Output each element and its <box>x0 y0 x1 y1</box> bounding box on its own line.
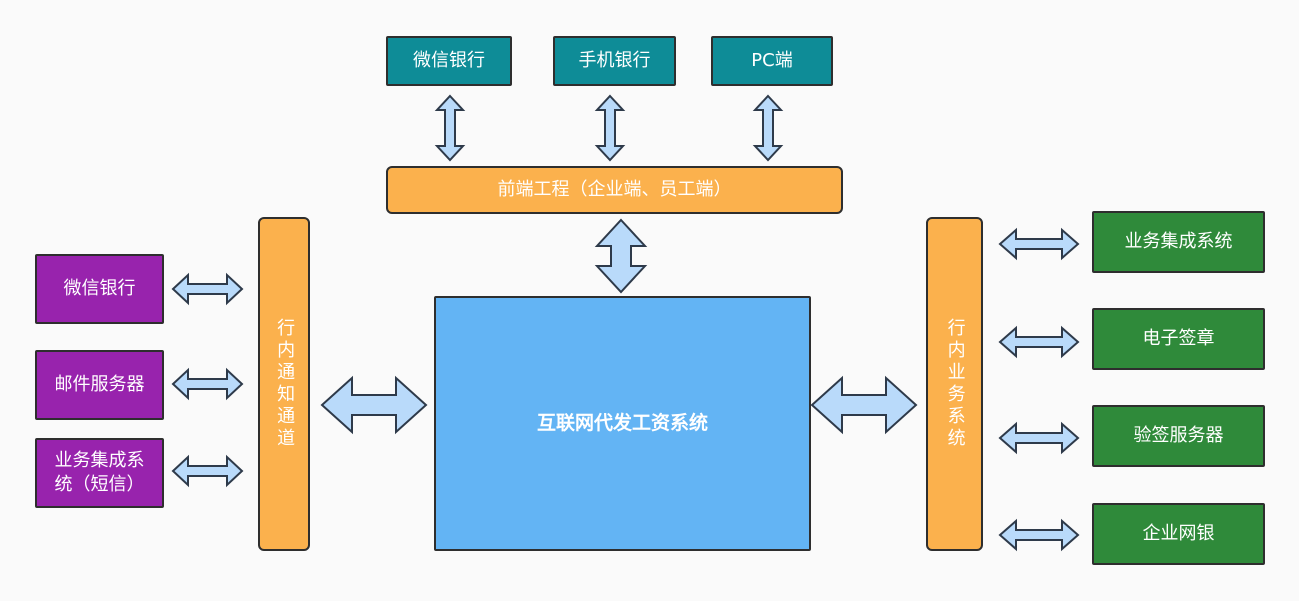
top-wechat-bank-box: 微信银行 <box>386 36 512 86</box>
left-sms-box: 业务集成系统（短信） <box>35 438 164 508</box>
top-mobile-bank-label: 手机银行 <box>578 49 651 71</box>
arrow-left-sms-icon <box>171 454 244 488</box>
right-e-seal-label: 电子签章 <box>1142 327 1215 349</box>
top-pc-label: PC端 <box>751 49 793 71</box>
left-channel-box: 行内通知通道 <box>258 217 310 551</box>
arrow-pc-frontend-icon <box>752 94 784 162</box>
left-mail-server-label: 邮件服务器 <box>54 373 145 395</box>
core-system-box: 互联网代发工资系统 <box>434 296 811 551</box>
left-mail-server-box: 邮件服务器 <box>35 350 164 420</box>
arrow-leftchannel-core-icon <box>320 375 428 435</box>
arrow-right-integration-icon <box>998 227 1080 261</box>
right-integration-label: 业务集成系统 <box>1124 230 1233 252</box>
arrow-right-verify-icon <box>998 421 1080 455</box>
left-channel-label: 行内通知通道 <box>274 318 296 450</box>
top-wechat-bank-label: 微信银行 <box>413 49 485 71</box>
right-verify-server-box: 验签服务器 <box>1092 405 1265 467</box>
left-wechat-bank-box: 微信银行 <box>35 254 164 324</box>
arrow-right-corpbank-icon <box>998 518 1080 552</box>
right-channel-box: 行内业务系统 <box>926 217 983 551</box>
arrow-right-eseal-icon <box>998 325 1080 359</box>
right-corp-bank-box: 企业网银 <box>1092 503 1265 565</box>
arrow-left-mail-icon <box>171 367 244 401</box>
right-e-seal-box: 电子签章 <box>1092 308 1265 370</box>
top-pc-box: PC端 <box>711 36 833 86</box>
core-system-label: 互联网代发工资系统 <box>536 411 708 434</box>
arrow-frontend-core-icon <box>594 218 648 294</box>
arrow-core-rightchannel-icon <box>810 375 918 435</box>
arrow-left-wechat-icon <box>171 272 244 306</box>
arrow-mobile-frontend-icon <box>594 94 626 162</box>
left-sms-label: 业务集成系统（短信） <box>54 449 145 495</box>
right-integration-box: 业务集成系统 <box>1092 211 1265 273</box>
right-corp-bank-label: 企业网银 <box>1142 522 1215 544</box>
right-channel-label: 行内业务系统 <box>944 318 966 450</box>
top-mobile-bank-box: 手机银行 <box>553 36 676 86</box>
frontend-box: 前端工程（企业端、员工端） <box>386 166 843 214</box>
left-wechat-bank-label: 微信银行 <box>63 277 136 299</box>
arrow-wechat-frontend-icon <box>434 94 466 162</box>
right-verify-server-label: 验签服务器 <box>1133 424 1224 446</box>
frontend-label: 前端工程（企业端、员工端） <box>497 178 732 200</box>
